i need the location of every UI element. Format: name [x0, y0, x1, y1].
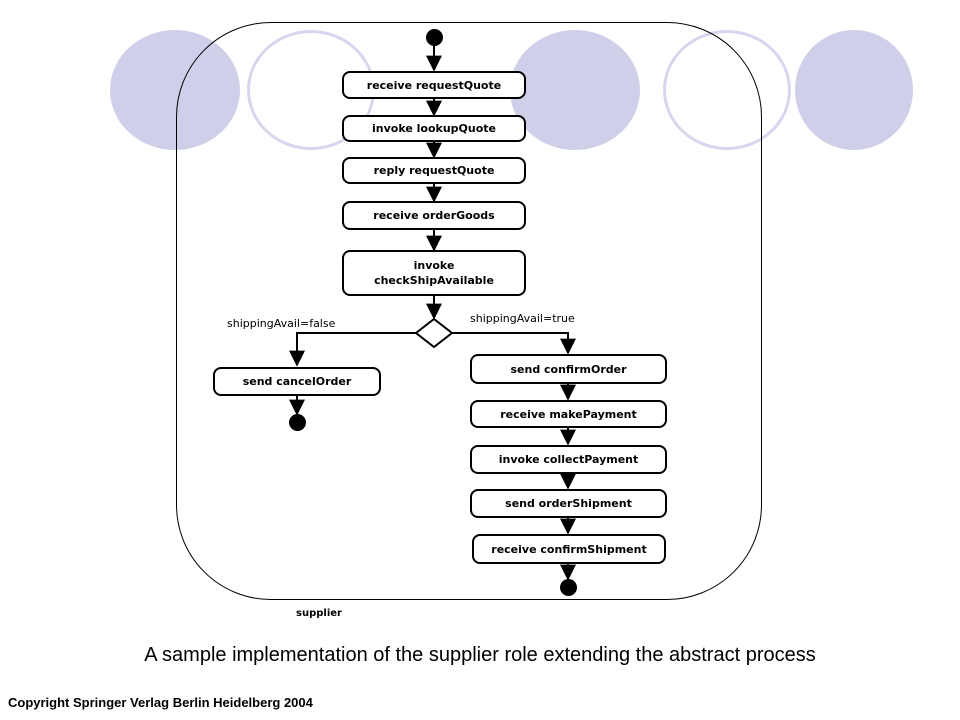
node-send-order-shipment: send orderShipment [470, 489, 667, 518]
guard-label-false: shippingAvail=false [227, 317, 336, 330]
node-send-confirm-order: send confirmOrder [470, 354, 667, 384]
start-node [426, 29, 443, 46]
node-reply-request-quote: reply requestQuote [342, 157, 526, 184]
node-send-cancel-order: send cancelOrder [213, 367, 381, 396]
node-receive-request-quote: receive requestQuote [342, 71, 526, 99]
node-invoke-collect-payment: invoke collectPayment [470, 445, 667, 474]
supplier-swimlane [176, 22, 762, 600]
node-invoke-check-ship-available: invoke checkShipAvailable [342, 250, 526, 296]
edge-decision-false-to-cancel [289, 332, 418, 367]
decorative-circle-ring-2 [663, 30, 791, 150]
edge-decision-true-to-confirm [450, 332, 576, 355]
node-check-ship-line-1: invoke [413, 259, 455, 272]
copyright-notice: Copyright Springer Verlag Berlin Heidelb… [8, 695, 313, 710]
end-node-cancel [289, 414, 306, 431]
end-node-complete [560, 579, 577, 596]
decision-diamond [414, 317, 454, 349]
node-receive-order-goods: receive orderGoods [342, 201, 526, 230]
node-receive-make-payment: receive makePayment [470, 400, 667, 428]
node-invoke-lookup-quote: invoke lookupQuote [342, 115, 526, 142]
decorative-circle-filled-3 [795, 30, 913, 150]
node-receive-confirm-shipment: receive confirmShipment [472, 534, 666, 564]
decorative-circle-filled-2 [510, 30, 640, 150]
lane-label-supplier: supplier [296, 608, 342, 619]
node-check-ship-line-2: checkShipAvailable [374, 274, 494, 287]
guard-label-true: shippingAvail=true [470, 312, 575, 325]
slide-caption: A sample implementation of the supplier … [144, 644, 816, 666]
